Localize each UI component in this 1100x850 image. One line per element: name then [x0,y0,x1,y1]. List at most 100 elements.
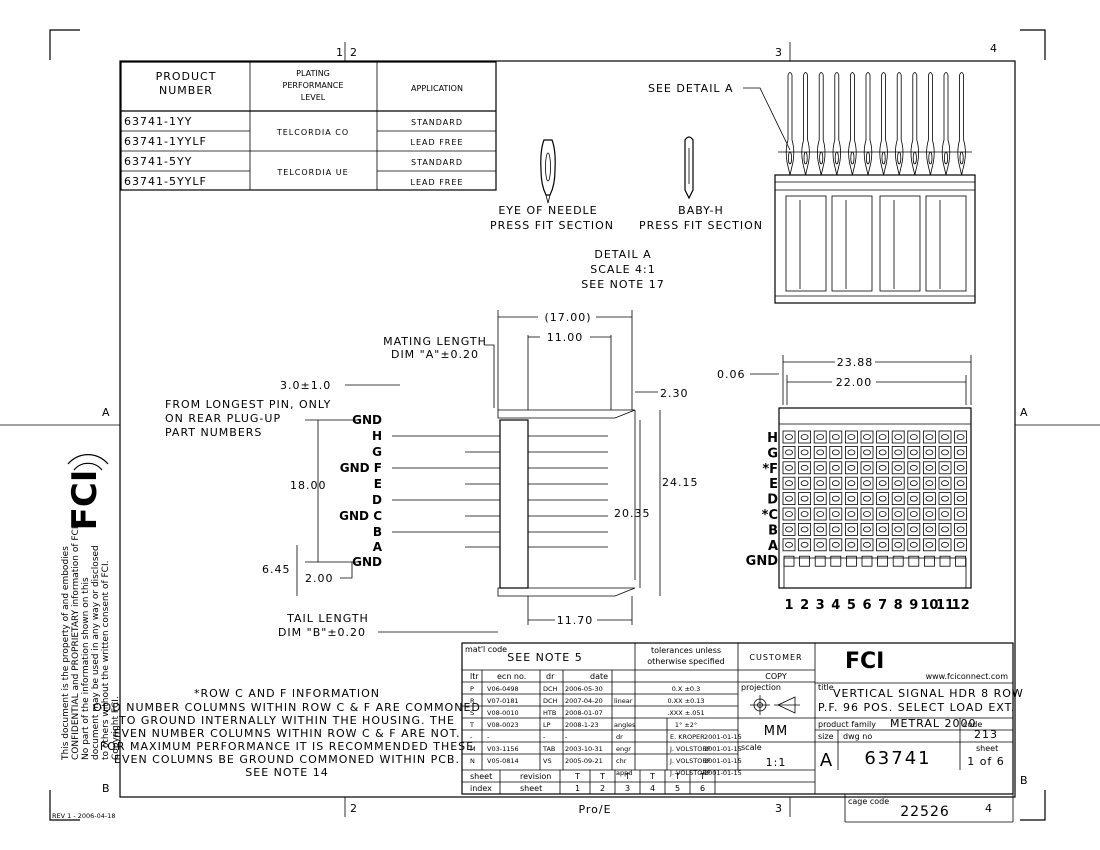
contact-hole [800,464,809,471]
zone-top-1: 1 [336,46,344,59]
sheet-row-cell: T [699,772,705,781]
note-line: SEE NOTE 14 [245,766,328,779]
contact-cell [798,445,811,459]
tol-value: 0.X ±0.3 [672,685,701,693]
ground-cell [830,555,842,567]
logo-text: FCI [65,470,105,531]
front-column-label: 11 [936,598,954,613]
top-pin [848,72,857,176]
baby-h-section: PRESS FIT SECTION [639,219,763,232]
rev-date: 2006-05-30 [565,685,603,693]
contact-hole [956,511,965,517]
rev-date: 2005-09-21 [565,757,603,765]
contact-cell [907,461,921,475]
approval-date: 2001-01-15 [704,769,742,777]
ground-cell [783,555,795,567]
side-view: (17.00) 11.00 MATING LENGTH DIM "A"±0.20… [165,310,698,639]
contact-hole [909,511,918,517]
dim-11: 11.00 [547,331,584,344]
cage-code: 22526 [900,804,950,820]
index-row-cell: 2 [600,784,605,793]
contact-hole [863,511,871,517]
housing-top-view [774,72,976,304]
plating-header-line: LEVEL [301,93,326,102]
approval-name: E. KROPER [670,733,705,741]
contact-cell [813,538,827,552]
baby-h-pin [684,136,694,200]
contact-cell [876,461,889,475]
zone-right-a: A [1020,406,1029,419]
pin-eye [897,151,902,165]
pin-eye [834,151,839,165]
front-row-label: *C [762,508,778,523]
contact-cell [829,461,843,475]
front-row-label: H [767,431,778,446]
contact-cell [829,445,843,459]
approval-role: appd [616,769,632,777]
scale-value: 1:1 [766,756,787,769]
rev-date: 2007-04-20 [565,697,603,705]
pin-eye [928,151,933,165]
contact-hole [894,526,903,533]
contact-cell [954,523,967,536]
front-row-label: GND [746,554,779,569]
contact-hole [956,526,965,533]
contact-hole [941,449,949,456]
contact-hole [800,480,809,487]
pin-eye [788,151,793,165]
rev-dr: DCH [543,697,558,705]
rev-ecn: - [487,733,490,741]
sheet-row-cell: T [599,772,605,781]
rev-date: - [565,733,568,741]
contact-hole [941,464,949,471]
confidential-line: document may be used in any way or discl… [91,545,101,760]
contact-cell [860,461,874,475]
top-pin [941,72,951,176]
approval-date: 2001-01-15 [704,757,742,765]
contact-cell [954,430,967,444]
contact-hole [894,434,903,440]
sheet-row-cell: revision [520,772,551,781]
contact-cell [907,430,921,444]
index-row-cell: 6 [700,784,705,793]
front-row-label: E [769,477,778,492]
contact-cell [923,461,936,475]
contact-hole [909,541,918,548]
contact-hole [785,449,793,456]
contact-hole [847,464,856,471]
contact-hole [878,511,887,517]
contact-hole [816,495,825,502]
contact-hole [925,434,934,440]
tol-label: linear [614,697,633,705]
contact-cell [798,492,811,506]
tail-dim-b: DIM "B"±0.20 [278,626,366,639]
contact-cell [813,445,827,459]
contact-hole [956,541,965,548]
rev-dr: HTB [543,709,556,717]
index-row-cell: 3 [625,784,630,793]
contact-hole [863,464,871,471]
confidential-notice: This document is the property of and emb… [61,524,121,761]
index-row-cell: index [470,784,492,793]
contact-hole [909,526,918,533]
contact-hole [909,464,918,471]
title-block-logo: FCI [845,649,884,674]
rev-header: ltr [470,672,479,681]
plating-value: TELCORDIA UE [276,168,348,177]
contact-hole [816,541,825,548]
rev-dr: DCH [543,685,558,693]
contact-hole [785,480,793,487]
contact-cell [907,507,921,521]
top-pin [926,72,935,176]
product-number: 63741-5YYLF [124,175,207,188]
contact-hole [816,480,825,487]
dim-23-88: 23.88 [837,356,874,369]
title-block: mat'l code SEE NOTE 5 tolerances unless … [461,642,1023,823]
contact-cell [938,430,952,444]
contact-hole [863,480,871,487]
zone-top-2: 2 [350,46,358,59]
product-number-header-line: PRODUCT [156,70,217,83]
top-pin [832,72,841,176]
